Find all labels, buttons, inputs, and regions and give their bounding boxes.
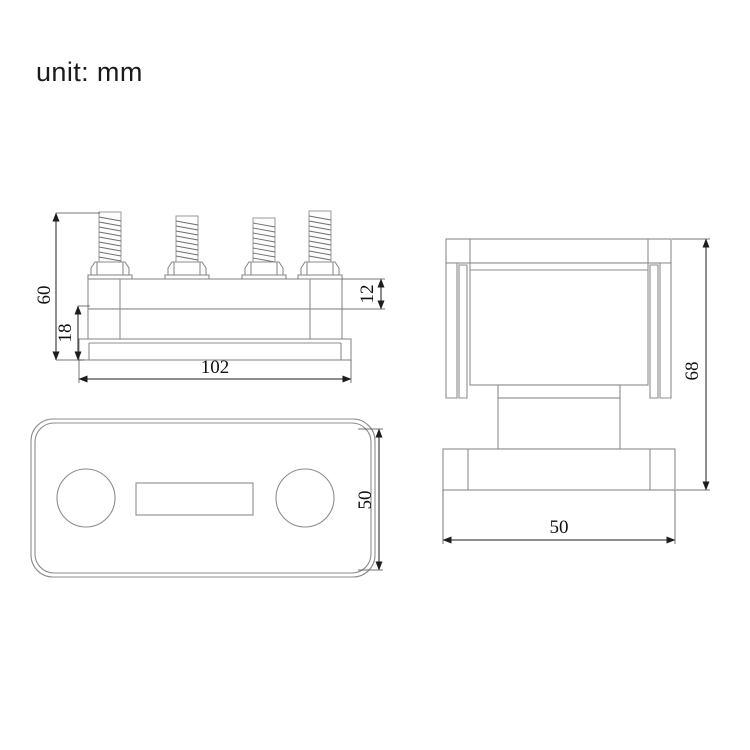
side-collar bbox=[497, 384, 621, 399]
side-body bbox=[469, 262, 649, 386]
bottom-view: 50 bbox=[30, 418, 383, 578]
dimension-50-side: 50 bbox=[442, 490, 676, 544]
side-neck bbox=[497, 397, 621, 450]
dimension-68-text: 68 bbox=[682, 362, 703, 381]
stud-4 bbox=[297, 210, 343, 281]
side-tab-right bbox=[659, 262, 672, 399]
bottom-outline-inner bbox=[34, 422, 372, 574]
side-tab-left bbox=[445, 262, 458, 399]
body-middle bbox=[87, 308, 343, 341]
side-tab-left-inner bbox=[458, 264, 468, 399]
unit-label: unit: mm bbox=[36, 57, 143, 87]
dimension-50-bottom-text: 50 bbox=[355, 491, 376, 510]
dimension-102-text: 102 bbox=[201, 357, 230, 378]
stud-group bbox=[87, 210, 343, 281]
thread-lines-2 bbox=[175, 220, 199, 261]
thread-lines-1 bbox=[98, 216, 122, 262]
dimension-50-side-text: 50 bbox=[550, 517, 569, 538]
dimension-102: 102 bbox=[78, 357, 352, 383]
dimension-68: 68 bbox=[672, 238, 710, 491]
thread-lines-3 bbox=[252, 222, 276, 263]
front-view: 60 18 12 102 bbox=[34, 210, 385, 383]
side-view: 68 50 bbox=[442, 238, 710, 544]
dimension-60-text: 60 bbox=[34, 286, 55, 305]
dimension-50-bottom: 50 bbox=[355, 428, 383, 571]
side-tab-right-inner bbox=[649, 264, 659, 399]
side-top-cap bbox=[445, 238, 672, 264]
stud-1 bbox=[87, 211, 133, 281]
thread-lines-4 bbox=[308, 215, 332, 261]
side-base-flange bbox=[442, 448, 676, 491]
mount-hole-left bbox=[56, 468, 116, 528]
stud-2 bbox=[164, 215, 210, 281]
dimension-18-text: 18 bbox=[55, 324, 76, 343]
body-upper bbox=[87, 278, 343, 310]
dimension-60: 60 bbox=[34, 212, 100, 361]
center-slot bbox=[135, 482, 254, 516]
stud-3 bbox=[241, 217, 287, 281]
mount-hole-right bbox=[275, 468, 335, 528]
dimension-18: 18 bbox=[55, 305, 90, 361]
dimension-12-text: 12 bbox=[357, 285, 378, 304]
dimension-12: 12 bbox=[342, 278, 385, 310]
